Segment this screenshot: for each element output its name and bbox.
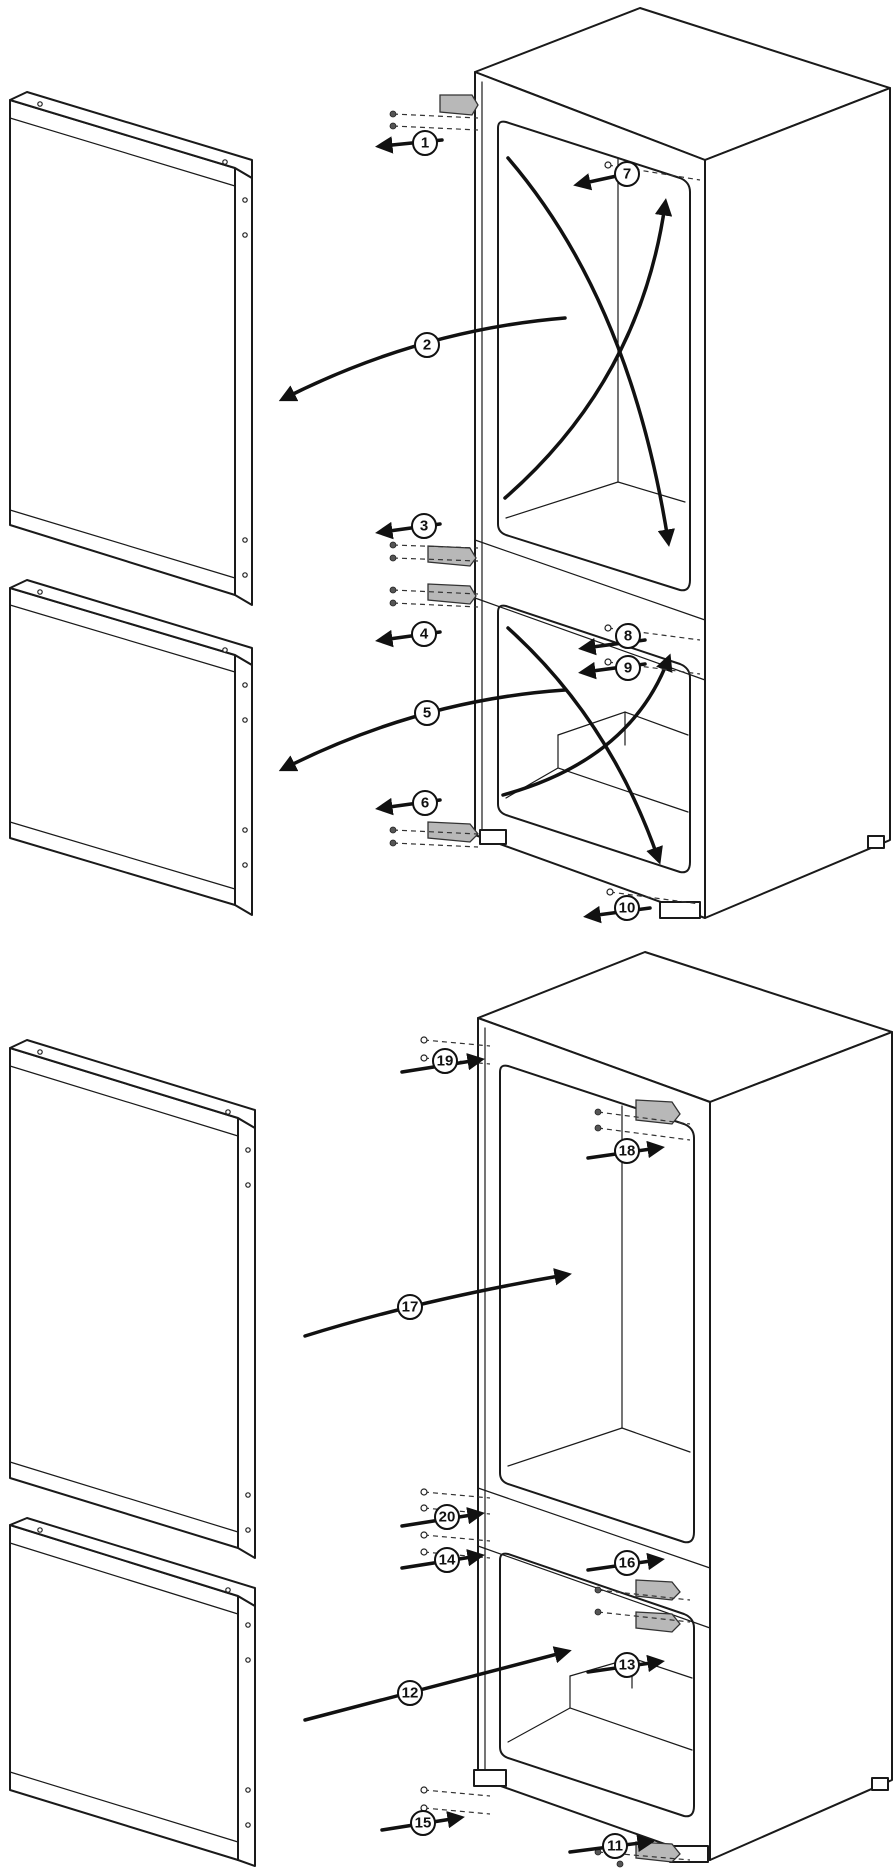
callout-16: 16 (614, 1550, 640, 1576)
lower-door-panel-refit (9, 1517, 256, 1867)
callout-14: 14 (434, 1547, 460, 1573)
callout-label: 1 (421, 135, 429, 152)
fridge-cabinet-bottom (473, 951, 893, 1863)
callout-15: 15 (410, 1810, 436, 1836)
callout-12: 12 (397, 1680, 423, 1706)
callout-20: 20 (434, 1504, 460, 1530)
lower-door-panel-removed (9, 579, 253, 916)
callout-17: 17 (397, 1294, 423, 1320)
callout-label: 14 (439, 1552, 456, 1569)
callout-9: 9 (615, 655, 641, 681)
callout-label: 8 (624, 628, 632, 645)
callout-label: 17 (402, 1299, 419, 1316)
callout-7: 7 (614, 161, 640, 187)
callout-10: 10 (614, 895, 640, 921)
callout-label: 6 (421, 795, 429, 812)
callout-label: 12 (402, 1685, 419, 1702)
callout-label: 13 (619, 1657, 636, 1674)
callout-label: 11 (607, 1838, 623, 1855)
callout-label: 16 (619, 1555, 636, 1572)
callout-label: 9 (624, 660, 632, 677)
hinges-top (427, 94, 479, 843)
callout-8: 8 (615, 623, 641, 649)
callout-6: 6 (412, 790, 438, 816)
upper-door-panel-removed (9, 91, 253, 606)
callout-label: 2 (423, 337, 431, 354)
callout-13: 13 (614, 1652, 640, 1678)
callout-5: 5 (414, 700, 440, 726)
callout-label: 4 (420, 626, 429, 643)
callout-label: 20 (439, 1509, 456, 1526)
callout-label: 15 (415, 1815, 432, 1832)
callout-label: 5 (423, 705, 431, 722)
screws-top (389, 110, 701, 905)
callout-1: 1 (412, 130, 438, 156)
callout-label: 18 (619, 1143, 636, 1160)
callout-label: 3 (420, 518, 428, 535)
bottom-illustration: 11 12 13 14 15 16 17 18 (9, 951, 893, 1868)
callout-label: 19 (437, 1053, 454, 1070)
upper-door-panel-refit (9, 1039, 256, 1559)
callout-11: 11 (602, 1833, 628, 1859)
callout-18: 18 (614, 1138, 640, 1164)
callout-2: 2 (414, 332, 440, 358)
callout-19: 19 (432, 1048, 458, 1074)
callout-label: 7 (623, 166, 631, 183)
callout-3: 3 (411, 513, 437, 539)
top-illustration: 1 2 3 4 5 6 7 8 (9, 7, 891, 924)
callout-label: 10 (619, 900, 636, 917)
fridge-cabinet-top (474, 7, 891, 919)
callout-4: 4 (411, 621, 437, 647)
